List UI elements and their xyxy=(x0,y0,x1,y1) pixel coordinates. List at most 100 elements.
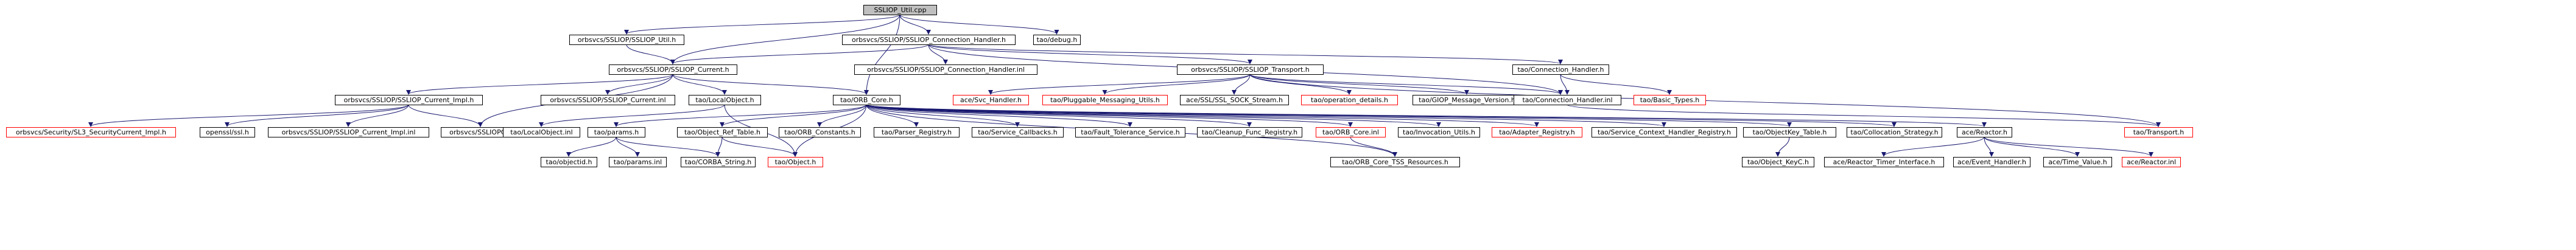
node-svc-ctx[interactable]: tao/Service_Context_Handler_Registry.h xyxy=(1592,127,1737,137)
node-label: tao/params.inl xyxy=(614,158,662,166)
graph-edges xyxy=(88,14,2161,157)
node-ssliopc[interactable]: orbsvcs/SSLIOPC.h xyxy=(441,127,521,137)
node-box xyxy=(268,127,429,137)
node-orb-core[interactable]: tao/ORB_Core.h xyxy=(833,95,900,105)
node-label: openssl/ssl.h xyxy=(206,128,249,136)
node-objkey-table[interactable]: tao/ObjectKey_Table.h xyxy=(1743,127,1836,137)
node-objkey-c[interactable]: tao/Object_KeyC.h xyxy=(1742,157,1814,167)
node-box xyxy=(1301,95,1398,105)
node-cleanup[interactable]: tao/Cleanup_Func_Registry.h xyxy=(1197,127,1302,137)
node-time-value[interactable]: ace/Time_Value.h xyxy=(2043,157,2112,167)
node-local-object-inl[interactable]: tao/LocalObject.inl xyxy=(503,127,580,137)
node-invocation[interactable]: tao/Invocation_Utils.h xyxy=(1398,127,1480,137)
node-reactor-timer[interactable]: ace/Reactor_Timer_Interface.h xyxy=(1824,157,1944,167)
node-orb-constants[interactable]: tao/ORB_Constants.h xyxy=(779,127,861,137)
node-box xyxy=(1742,157,1814,167)
edge-current-h-to-local-object xyxy=(672,74,727,95)
node-box xyxy=(335,95,483,105)
node-box xyxy=(1316,127,1386,137)
node-label: tao/Parser_Registry.h xyxy=(882,128,952,136)
node-tss-resources[interactable]: tao/ORB_Core_TSS_Resources.h xyxy=(1330,157,1460,167)
node-reactor-inl[interactable]: ace/Reactor.inl xyxy=(2122,157,2181,167)
node-label: tao/Fault_Tolerance_Service.h xyxy=(1081,128,1179,136)
node-svc-callbacks[interactable]: tao/Service_Callbacks.h xyxy=(972,127,1064,137)
edge-transport-h-to-iiopc xyxy=(1249,74,1563,95)
node-fault-tol[interactable]: tao/Fault_Tolerance_Service.h xyxy=(1075,127,1185,137)
node-box xyxy=(6,127,176,137)
node-root: SSLIOP_Util.cpp xyxy=(863,5,937,15)
node-orb-core-inl[interactable]: tao/ORB_Core.inl xyxy=(1316,127,1386,137)
node-event-handler[interactable]: ace/Event_Handler.h xyxy=(1953,157,2030,167)
node-params[interactable]: tao/params.h xyxy=(588,127,645,137)
node-parser-registry[interactable]: tao/Parser_Registry.h xyxy=(874,127,960,137)
node-box xyxy=(1824,157,1944,167)
node-current-impl[interactable]: orbsvcs/SSLIOP/SSLIOP_Current_Impl.h xyxy=(335,95,483,105)
edge-orb-core-to-params xyxy=(614,104,867,127)
edge-current-impl-to-ssliopc xyxy=(408,104,483,127)
node-tao-object[interactable]: tao/Object.h xyxy=(768,157,823,167)
node-op-details[interactable]: tao/operation_details.h xyxy=(1301,95,1398,105)
node-tao-conn-handler[interactable]: tao/Connection_Handler.h xyxy=(1512,64,1609,75)
node-basic-types[interactable]: tao/Basic_Types.h xyxy=(1634,95,1706,105)
node-current-inl[interactable]: orbsvcs/SSLIOP/SSLIOP_Current.inl xyxy=(541,95,675,105)
node-util-h[interactable]: orbsvcs/SSLIOP/SSLIOP_Util.h xyxy=(569,35,684,45)
node-box xyxy=(588,127,645,137)
node-objref-table[interactable]: tao/Object_Ref_Table.h xyxy=(677,127,768,137)
node-current-h[interactable]: orbsvcs/SSLIOP/SSLIOP_Current.h xyxy=(609,64,737,75)
edge-reactor-to-reactor-timer xyxy=(1881,136,1985,157)
node-box xyxy=(1592,127,1737,137)
node-svc-handler[interactable]: ace/Svc_Handler.h xyxy=(953,95,1029,105)
node-params-inl[interactable]: tao/params.inl xyxy=(609,157,667,167)
node-label: tao/Basic_Types.h xyxy=(1640,96,1700,104)
node-reactor[interactable]: ace/Reactor.h xyxy=(1957,127,2012,137)
edge-orb-core-to-fault-tol xyxy=(866,104,1132,127)
node-label: tao/Object.h xyxy=(775,158,816,166)
node-label: tao/LocalObject.inl xyxy=(510,128,572,136)
node-giop-version[interactable]: tao/GIOP_Message_Version.h xyxy=(1413,95,1521,105)
node-adapter-reg[interactable]: tao/Adapter_Registry.h xyxy=(1492,127,1582,137)
node-label: SSLIOP_Util.cpp xyxy=(874,6,926,14)
edge-orb-core-to-objkey-table xyxy=(866,104,1792,127)
edge-objkey-table-to-objkey-c xyxy=(1775,136,1790,157)
node-sl3-current[interactable]: orbsvcs/Security/SL3_SecurityCurrent_Imp… xyxy=(6,127,176,137)
node-tao-transport[interactable]: tao/Transport.h xyxy=(2124,127,2193,137)
edge-util-h-to-current-h xyxy=(626,44,675,64)
node-box xyxy=(609,157,667,167)
node-conn-handler-inl[interactable]: orbsvcs/SSLIOP/SSLIOP_Connection_Handler… xyxy=(854,64,1037,75)
node-box xyxy=(1953,157,2030,167)
node-conn-handler[interactable]: orbsvcs/SSLIOP/SSLIOP_Connection_Handler… xyxy=(842,35,1016,45)
node-box xyxy=(833,95,900,105)
node-label: orbsvcs/SSLIOPC.h xyxy=(449,128,512,136)
node-box xyxy=(842,35,1016,45)
node-label: orbsvcs/SSLIOP/SSLIOP_Transport.h xyxy=(1191,66,1310,74)
edge-tao-conn-handler-inl-to-tao-transport xyxy=(1567,104,2161,127)
node-box xyxy=(779,127,861,137)
edge-transport-h-to-svc-handler xyxy=(988,74,1251,95)
edge-root-to-orb-core xyxy=(864,14,900,95)
node-corba-string[interactable]: tao/CORBA_String.h xyxy=(681,157,756,167)
node-label: tao/Pluggable_Messaging_Utils.h xyxy=(1050,96,1160,104)
node-pluggable[interactable]: tao/Pluggable_Messaging_Utils.h xyxy=(1042,95,1168,105)
node-label: orbsvcs/SSLIOP/SSLIOP_Util.h xyxy=(578,36,676,44)
node-label: tao/Transport.h xyxy=(2133,128,2185,136)
node-box xyxy=(569,35,684,45)
node-label: tao/Service_Callbacks.h xyxy=(978,128,1058,136)
node-ssl-sock[interactable]: ace/SSL/SSL_SOCK_Stream.h xyxy=(1180,95,1289,105)
node-box xyxy=(1075,127,1185,137)
node-debug[interactable]: tao/debug.h xyxy=(1033,35,1081,45)
edge-root-to-debug xyxy=(899,14,1059,35)
node-local-object[interactable]: tao/LocalObject.h xyxy=(689,95,761,105)
node-box xyxy=(677,127,768,137)
node-label: orbsvcs/SSLIOP/SSLIOP_Connection_Handler… xyxy=(867,66,1025,74)
node-collocation[interactable]: tao/Collocation_Strategy.h xyxy=(1847,127,1942,137)
edge-current-impl-to-openssl xyxy=(225,104,409,127)
node-current-impl-inl[interactable]: orbsvcs/SSLIOP/SSLIOP_Current_Impl.inl xyxy=(268,127,429,137)
node-openssl[interactable]: openssl/ssl.h xyxy=(200,127,255,137)
node-label: tao/Cleanup_Func_Registry.h xyxy=(1202,128,1297,136)
node-transport-h[interactable]: orbsvcs/SSLIOP/SSLIOP_Transport.h xyxy=(1177,64,1324,75)
edge-orb-core-to-svc-callbacks xyxy=(866,104,1020,127)
node-tao-conn-handler-inl[interactable]: tao/Connection_Handler.inl xyxy=(1514,95,1621,105)
node-box xyxy=(609,64,737,75)
node-objectid[interactable]: tao/objectid.h xyxy=(541,157,597,167)
